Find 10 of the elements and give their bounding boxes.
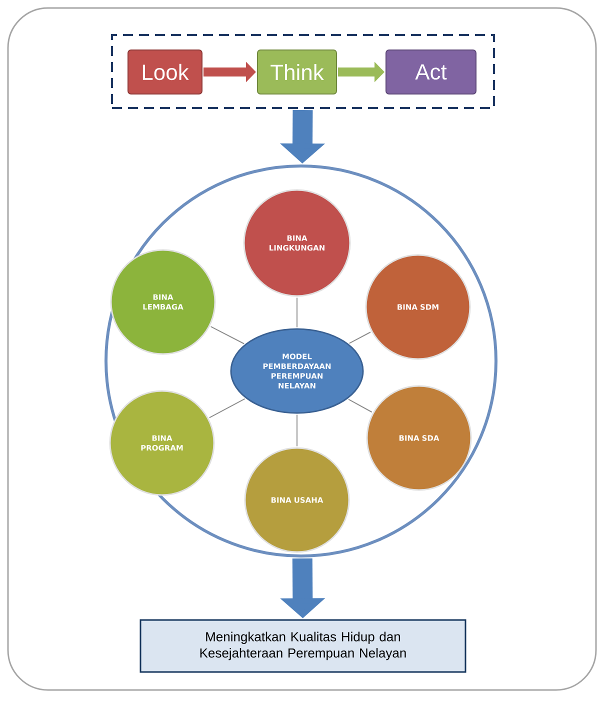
connector-line	[296, 297, 298, 328]
connector-line	[208, 398, 246, 418]
connector-line	[210, 326, 245, 344]
step-box: Think	[257, 50, 337, 94]
step-box: Act	[386, 50, 476, 94]
connector-line	[296, 414, 298, 447]
step-box: Look	[128, 50, 202, 94]
connector-line	[348, 332, 371, 344]
connector-line	[348, 398, 372, 413]
result-box: Meningkatkan Kualitas Hidup dan Kesejahteraan Perempuan Nelayan	[140, 619, 466, 673]
